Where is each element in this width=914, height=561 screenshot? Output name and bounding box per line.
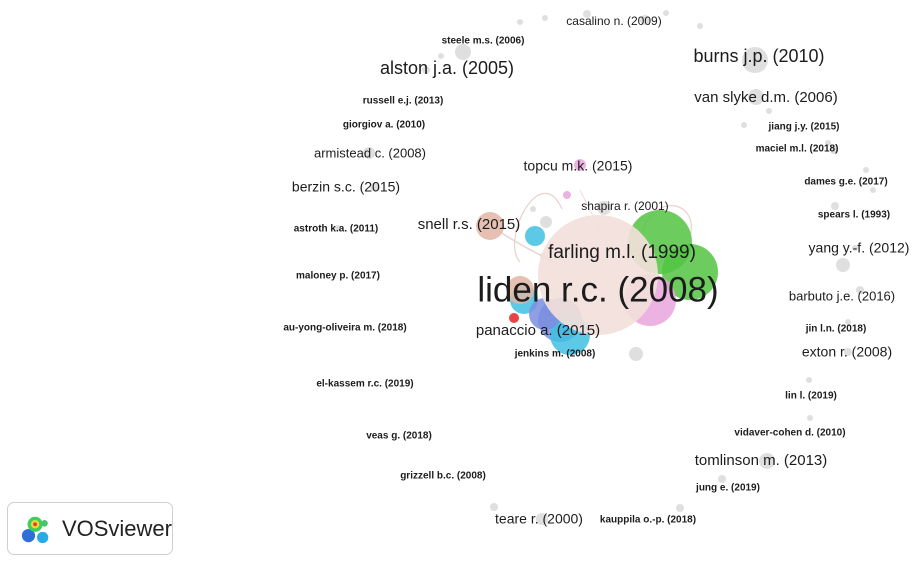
node-label[interactable]: jung e. (2019) xyxy=(695,483,760,494)
node-label[interactable]: burns j.p. (2010) xyxy=(693,46,824,66)
node-label[interactable]: shapira r. (2001) xyxy=(581,199,668,213)
node-circle[interactable] xyxy=(530,206,536,212)
node-circle[interactable] xyxy=(663,10,669,16)
node-circle[interactable] xyxy=(870,187,876,193)
node-circle[interactable] xyxy=(748,89,764,105)
node-circle[interactable] xyxy=(540,216,552,228)
node-label[interactable]: van slyke d.m. (2006) xyxy=(694,89,837,106)
node-circle[interactable] xyxy=(836,258,850,272)
node-circle[interactable] xyxy=(863,167,869,173)
node-circle[interactable] xyxy=(697,23,703,29)
node-circle[interactable] xyxy=(830,146,838,154)
node-label[interactable]: jenkins m. (2008) xyxy=(514,349,596,360)
node-labels: casalino n. (2009) steele m.s. (2006) alst… xyxy=(283,14,909,527)
node-label[interactable]: astroth k.a. (2011) xyxy=(294,224,378,235)
node-circle[interactable] xyxy=(845,319,851,325)
node-label[interactable]: farling m.l. (1999) xyxy=(548,242,696,263)
node-circle[interactable] xyxy=(506,276,534,304)
node-circle[interactable] xyxy=(563,191,571,199)
node-circle[interactable] xyxy=(766,108,772,114)
node-label[interactable]: alston j.a. (2005) xyxy=(380,58,514,78)
node-circles xyxy=(335,10,876,525)
vosviewer-logo-icon xyxy=(21,516,49,543)
node-label[interactable]: veas g. (2018) xyxy=(366,431,432,442)
node-circle[interactable] xyxy=(370,182,380,192)
node-circle[interactable] xyxy=(438,53,444,59)
node-label[interactable]: berzin s.c. (2015) xyxy=(292,179,400,195)
node-label[interactable]: spears l. (1993) xyxy=(818,210,890,221)
node-label[interactable]: teare r. (2000) xyxy=(495,511,583,527)
node-circle[interactable] xyxy=(852,245,858,251)
node-label[interactable]: au-yong-oliveira m. (2018) xyxy=(283,323,406,334)
node-label[interactable]: casalino n. (2009) xyxy=(566,14,661,28)
node-circle[interactable] xyxy=(676,504,684,512)
node-label[interactable]: maloney p. (2017) xyxy=(296,271,380,282)
node-circle[interactable] xyxy=(335,225,341,231)
node-label[interactable]: jiang j.y. (2015) xyxy=(768,122,840,133)
node-label[interactable]: yang y.-f. (2012) xyxy=(809,240,910,256)
node-circle[interactable] xyxy=(538,215,658,335)
node-circle[interactable] xyxy=(490,503,498,511)
node-label[interactable]: tomlinson m. (2013) xyxy=(695,452,828,469)
node-label[interactable]: lin l. (2019) xyxy=(785,391,837,402)
node-label[interactable]: dames g.e. (2017) xyxy=(804,177,887,188)
node-circle[interactable] xyxy=(455,44,471,60)
node-circle[interactable] xyxy=(597,201,611,215)
node-circle[interactable] xyxy=(844,348,852,356)
node-label[interactable]: vidaver-cohen d. (2010) xyxy=(734,428,845,439)
node-circle[interactable] xyxy=(583,10,591,18)
node-label[interactable]: snell r.s. (2015) xyxy=(418,216,521,233)
node-circle[interactable] xyxy=(856,286,864,294)
node-circle[interactable] xyxy=(742,47,768,73)
node-label[interactable]: maciel m.l. (2018) xyxy=(756,144,839,155)
node-circle[interactable] xyxy=(662,244,718,300)
node-label[interactable]: panaccio a. (2015) xyxy=(476,322,600,339)
node-circle[interactable] xyxy=(759,453,775,469)
node-label[interactable]: exton r. (2008) xyxy=(802,344,892,360)
node-label[interactable]: liden r.c. (2008) xyxy=(477,270,718,309)
vosviewer-wordmark: VOSviewer xyxy=(61,515,172,541)
node-circle[interactable] xyxy=(363,147,375,159)
node-circle[interactable] xyxy=(536,513,548,525)
node-circle[interactable] xyxy=(831,202,839,210)
node-label[interactable]: grizzell b.c. (2008) xyxy=(400,471,486,482)
node-label[interactable]: el-kassem r.c. (2019) xyxy=(316,379,413,390)
node-circle[interactable] xyxy=(718,475,726,483)
node-label[interactable]: giorgiov a. (2010) xyxy=(343,120,425,131)
node-label[interactable]: steele m.s. (2006) xyxy=(442,36,525,47)
link-line xyxy=(514,192,563,263)
node-label[interactable]: jin l.n. (2018) xyxy=(805,324,867,335)
node-circle[interactable] xyxy=(509,313,519,323)
node-circle[interactable] xyxy=(825,140,831,146)
node-circle[interactable] xyxy=(542,15,548,21)
node-circle[interactable] xyxy=(574,159,586,171)
node-circle[interactable] xyxy=(517,19,523,25)
node-circle[interactable] xyxy=(629,347,643,361)
node-label[interactable]: russell e.j. (2013) xyxy=(363,96,444,107)
node-circle[interactable] xyxy=(640,15,650,25)
node-circle[interactable] xyxy=(476,212,504,240)
node-circle[interactable] xyxy=(525,226,545,246)
node-circle[interactable] xyxy=(806,377,812,383)
node-circle[interactable] xyxy=(422,66,430,74)
node-label[interactable]: kauppila o.-p. (2018) xyxy=(600,515,696,526)
node-circle[interactable] xyxy=(807,415,813,421)
node-label[interactable]: topcu m.k. (2015) xyxy=(524,158,633,174)
node-circle[interactable] xyxy=(741,122,747,128)
vosviewer-badge[interactable]: VOSviewer xyxy=(7,502,173,555)
node-label[interactable]: barbuto j.e. (2016) xyxy=(789,288,895,303)
node-label[interactable]: armistead c. (2008) xyxy=(314,145,426,160)
